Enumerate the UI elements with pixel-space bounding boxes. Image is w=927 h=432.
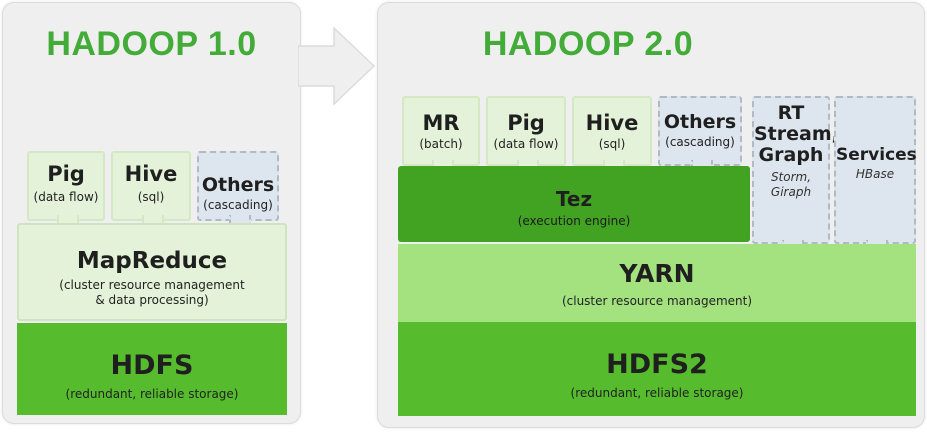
rt-title-line2: Stream, — [754, 122, 839, 145]
hdfs-block: HDFS (redundant, reliable storage) — [17, 323, 287, 415]
hadoop2-app-hive: Hive (sql) — [572, 96, 652, 175]
app-name: Hive — [124, 162, 178, 186]
rt-title-line3: Graph — [758, 143, 824, 166]
mapreduce-title: MapReduce — [76, 248, 228, 274]
app-sub: (sql) — [137, 190, 165, 205]
rt-title-line1: RT — [777, 102, 805, 124]
hadoop2-app-others: Others (cascading) — [658, 96, 742, 175]
hadoop1-app-others: Others (cascading) — [197, 151, 279, 230]
hdfs2-sub: (redundant, reliable storage) — [570, 385, 744, 400]
app-name: Pig — [47, 162, 85, 186]
hadoop2-panel: HADOOP 2.0 MR (batch) Pig (data flow) Hi… — [377, 2, 925, 428]
rt-sub-line2: Giraph — [770, 185, 812, 200]
app-sub: (sql) — [598, 137, 626, 152]
mapreduce-sub-line1: (cluster resource management — [59, 278, 245, 293]
app-sub: (data flow) — [493, 137, 559, 152]
app-name: Hive — [585, 111, 639, 135]
mapreduce-sub-line2: & data processing) — [95, 293, 209, 308]
app-sub: (cascading) — [203, 197, 273, 212]
tez-sub: (execution engine) — [517, 214, 631, 228]
app-name: MR — [422, 111, 460, 135]
hadoop1-panel: HADOOP 1.0 Pig (data flow) Hive (sql) Ot… — [2, 2, 301, 424]
app-sub: (batch) — [419, 137, 463, 152]
services-sub: HBase — [855, 166, 895, 181]
hdfs-title: HDFS — [110, 350, 194, 381]
hadoop1-app-pig: Pig (data flow) — [27, 151, 105, 230]
hadoop1-title: HADOOP 1.0 — [46, 25, 257, 63]
hadoop2-title: HADOOP 2.0 — [482, 25, 694, 63]
hadoop2-app-pig: Pig (data flow) — [486, 96, 566, 175]
services-block: Services HBase — [834, 96, 917, 255]
services-title: Services — [836, 145, 917, 165]
hdfs2-title: HDFS2 — [606, 349, 708, 380]
tez-title: Tez — [555, 187, 593, 211]
app-name: Pig — [507, 111, 545, 135]
yarn-block: YARN (cluster resource management) — [398, 244, 916, 322]
rt-stream-graph-block: RT Stream, Graph Storm, Giraph — [752, 96, 839, 255]
rt-sub-line1: Storm, — [770, 169, 812, 184]
app-name: Others — [663, 111, 737, 133]
hdfs-sub: (redundant, reliable storage) — [65, 386, 239, 401]
arrow-right-icon — [298, 26, 376, 106]
tez-block: Tez (execution engine) — [398, 166, 750, 242]
app-name: Others — [201, 174, 275, 196]
hadoop1-app-hive: Hive (sql) — [111, 151, 191, 230]
hdfs2-block: HDFS2 (redundant, reliable storage) — [398, 322, 916, 416]
yarn-title: YARN — [619, 259, 695, 288]
mapreduce-block: MapReduce (cluster resource management &… — [17, 223, 287, 321]
app-sub: (data flow) — [33, 190, 99, 205]
hadoop2-app-mr: MR (batch) — [402, 96, 480, 175]
yarn-sub: (cluster resource management) — [561, 293, 753, 308]
app-sub: (cascading) — [665, 134, 735, 149]
